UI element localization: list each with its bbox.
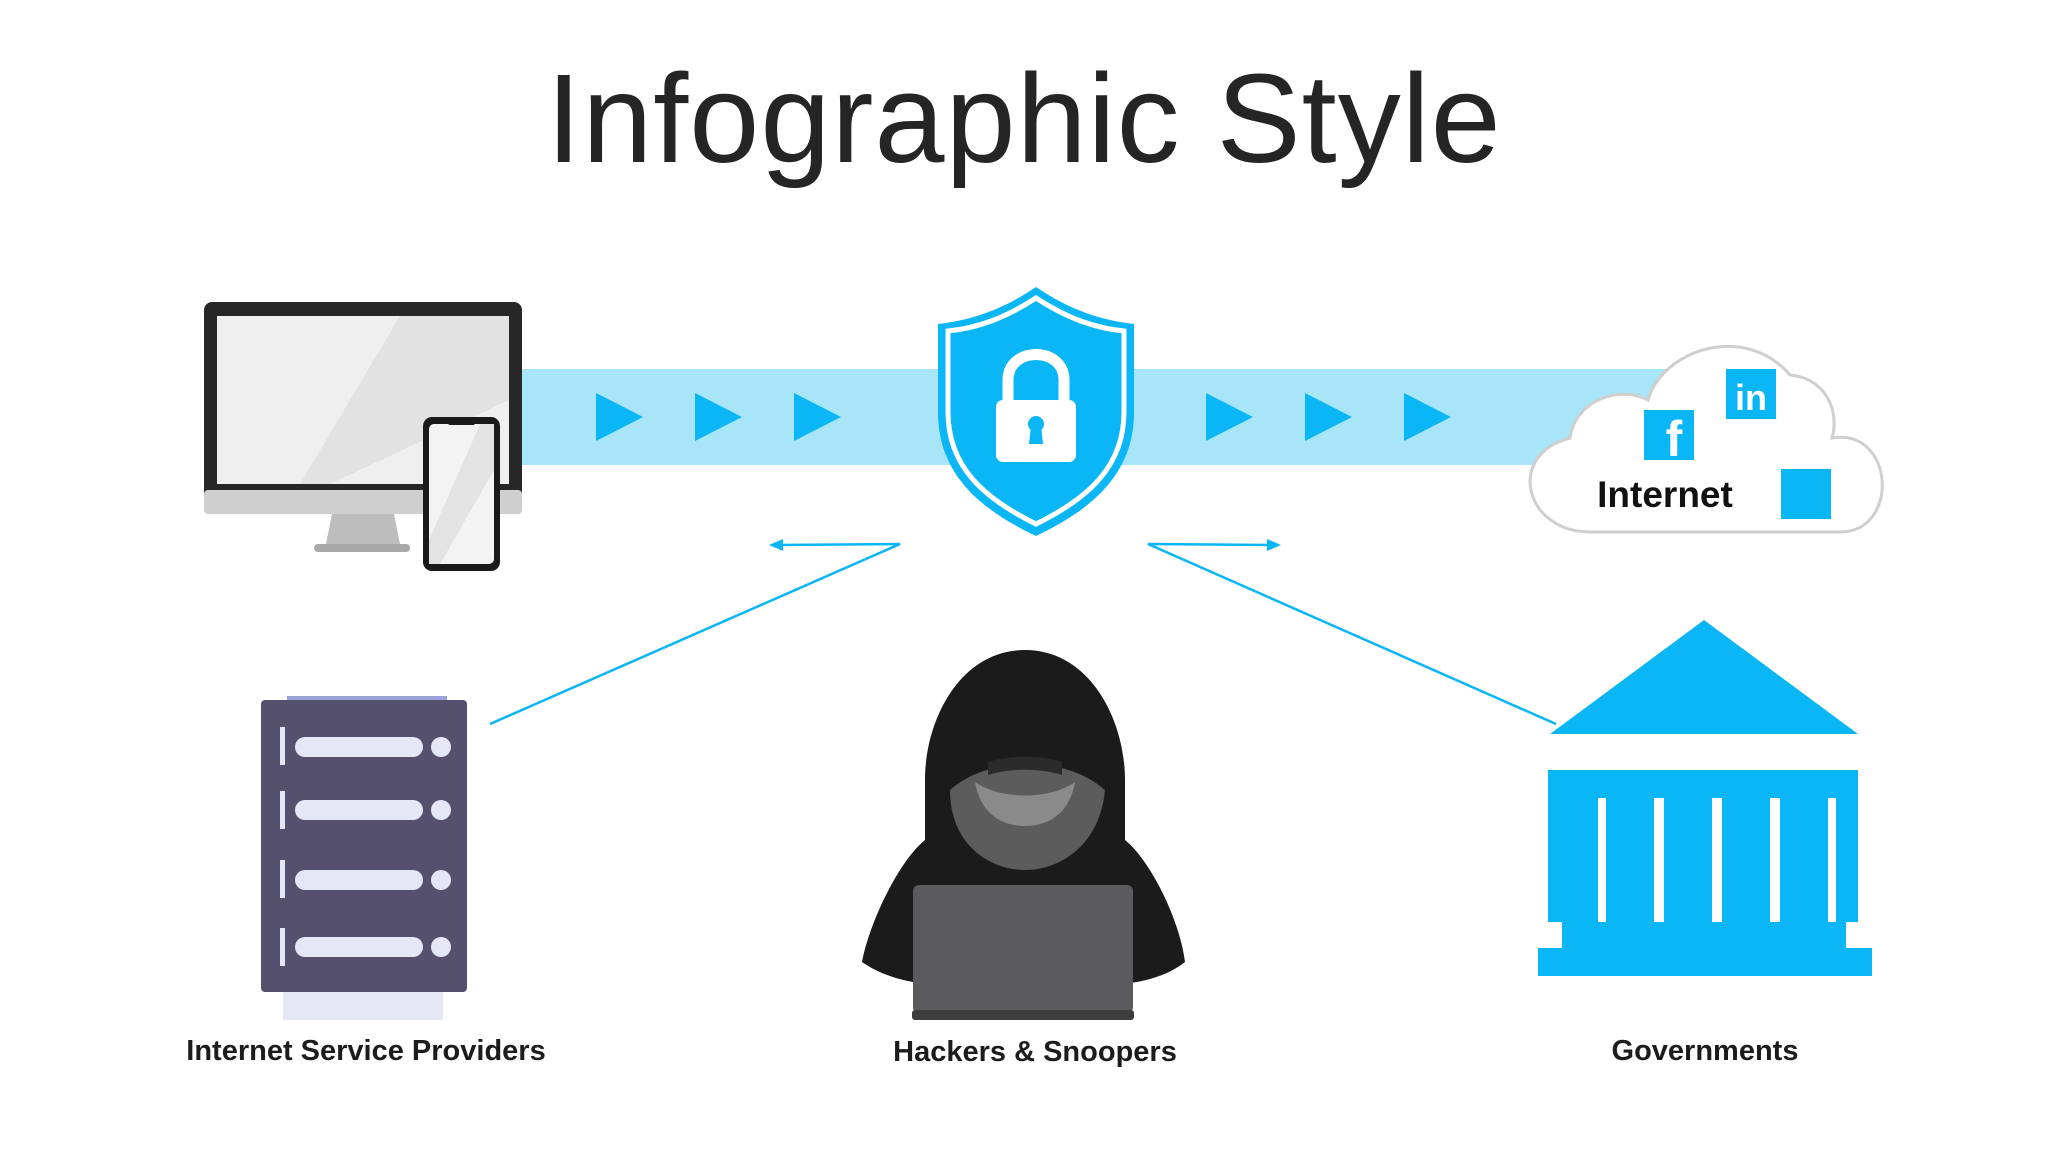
arrowhead-left: [769, 539, 783, 551]
server-rack-icon: [261, 696, 467, 1020]
linkedin-icon: in: [1726, 369, 1776, 419]
hackers-label: Hackers & Snoopers: [893, 1036, 1177, 1068]
hacker-icon: [862, 650, 1185, 1020]
laptop-icon: [913, 885, 1133, 1013]
twitter-icon: [1694, 447, 1831, 519]
svg-text:in: in: [1735, 377, 1767, 418]
tunnel-arrows-left: [596, 393, 841, 441]
governments-label: Governments: [1611, 1035, 1799, 1067]
government-building-icon: [1538, 620, 1872, 976]
smartphone-icon: [423, 417, 500, 571]
vpn-shield-icon: [938, 287, 1134, 536]
page-title: Infographic Style: [546, 48, 1502, 189]
connector-lines: [489, 542, 1557, 726]
tunnel-arrows-right: [1206, 393, 1451, 441]
internet-label: Internet: [1597, 474, 1733, 515]
arrowhead-right: [1267, 539, 1281, 551]
facebook-icon: f: [1644, 410, 1694, 467]
svg-text:f: f: [1666, 411, 1683, 467]
isp-label: Internet Service Providers: [186, 1035, 546, 1067]
